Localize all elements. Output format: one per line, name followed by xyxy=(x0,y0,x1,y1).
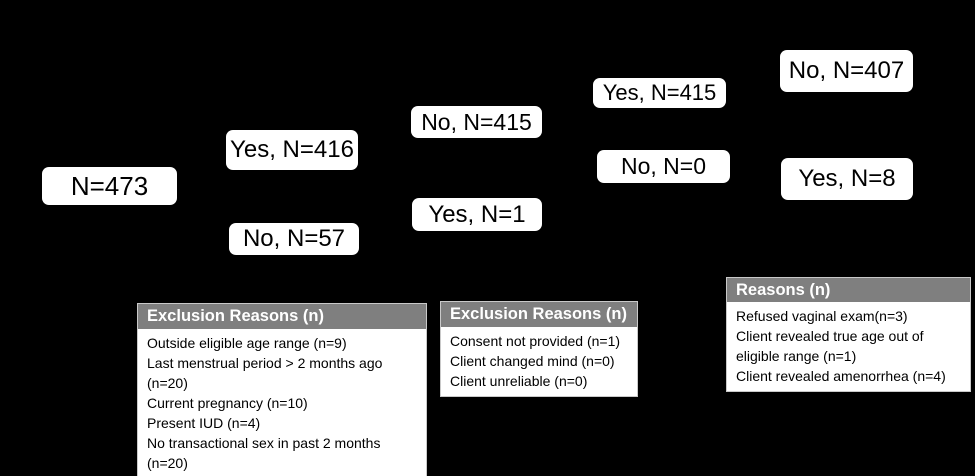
reason-item: Refused vaginal exam(n=3) xyxy=(736,308,908,324)
reason-item: Client changed mind (n=0) xyxy=(450,353,615,369)
flow-box-yes-n1: Yes, N=1 xyxy=(412,198,542,231)
reason-item: Current pregnancy (n=10) xyxy=(147,395,308,411)
reasons-header: Reasons (n) xyxy=(727,278,970,304)
reason-item: Last menstrual period > 2 months ago (n=… xyxy=(147,355,383,391)
flow-box-no-n0: No, N=0 xyxy=(597,150,730,183)
reason-item: Client unreliable (n=0) xyxy=(450,373,588,389)
exclusion-reasons-list-1: Outside eligible age range (n=9) Last me… xyxy=(138,331,426,476)
flow-box-yes-n8: Yes, N=8 xyxy=(781,158,913,200)
exclusion-reasons-box-1: Exclusion Reasons (n) Outside eligible a… xyxy=(137,303,427,476)
exclusion-reasons-box-2: Exclusion Reasons (n) Consent not provid… xyxy=(440,301,638,397)
reasons-list: Refused vaginal exam(n=3) Client reveale… xyxy=(727,304,970,391)
exclusion-reasons-list-2: Consent not provided (n=1) Client change… xyxy=(441,329,637,396)
reasons-box: Reasons (n) Refused vaginal exam(n=3) Cl… xyxy=(726,277,971,392)
flow-box-no-n415: No, N=415 xyxy=(411,106,542,138)
flow-box-total-n473: N=473 xyxy=(42,167,177,205)
reason-item: Present IUD (n=4) xyxy=(147,415,261,431)
reason-item: No transactional sex in past 2 months (n… xyxy=(147,435,381,471)
exclusion-reasons-header-1: Exclusion Reasons (n) xyxy=(138,304,426,331)
flow-box-yes-n416: Yes, N=416 xyxy=(226,130,358,170)
reason-item: Client revealed amenorrhea (n=4) xyxy=(736,368,946,384)
flow-box-no-n407: No, N=407 xyxy=(780,50,913,92)
flow-box-yes-n415: Yes, N=415 xyxy=(593,78,726,108)
flow-box-no-n57: No, N=57 xyxy=(229,223,359,255)
reason-item: Client revealed true age out of eligible… xyxy=(736,328,924,364)
reason-item: Outside eligible age range (n=9) xyxy=(147,335,347,351)
reason-item: Consent not provided (n=1) xyxy=(450,333,621,349)
exclusion-reasons-header-2: Exclusion Reasons (n) xyxy=(441,302,637,329)
